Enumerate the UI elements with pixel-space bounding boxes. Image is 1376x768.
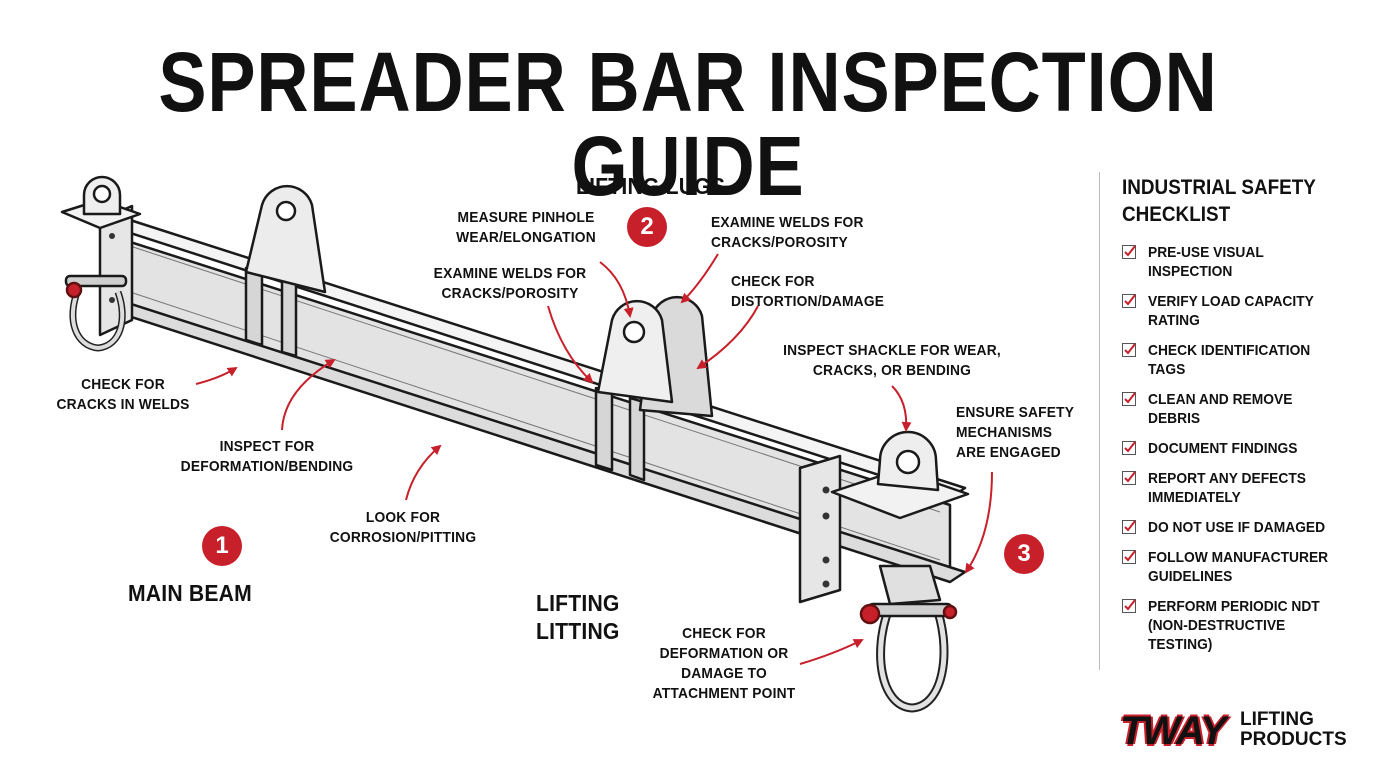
checklist-item-label: CLEAN AND REMOVE DEBRIS [1148, 391, 1293, 427]
checkbox-check-icon [1122, 245, 1136, 259]
checklist-item-label: PRE-USE VISUAL INSPECTION [1148, 244, 1264, 280]
callout-shackle-wear: INSPECT SHACKLE FOR WEAR, CRACKS, OR BEN… [783, 342, 1001, 379]
callout-welds-left: EXAMINE WELDS FOR CRACKS/POROSITY [433, 265, 587, 302]
callout-arrows [195, 253, 993, 665]
checklist-item: CLEAN AND REMOVE DEBRIS [1122, 390, 1362, 428]
checklist-item-label: CHECK IDENTIFICATION TAGS [1148, 342, 1311, 378]
checklist-item: CHECK IDENTIFICATION TAGS [1122, 341, 1362, 379]
checkbox-check-icon [1122, 392, 1136, 406]
callout-pinhole-wear: MEASURE PINHOLE WEAR/ELONGATION [456, 209, 596, 246]
checklist-item: FOLLOW MANUFACTURER GUIDELINES [1122, 548, 1362, 586]
callout-attachment-point: CHECK FOR DEFORMATION OR DAMAGE TO ATTAC… [652, 625, 796, 702]
callout-distortion-damage: CHECK FOR DISTORTION/DAMAGE [731, 273, 885, 310]
checklist-item-label: DOCUMENT FINDINGS [1148, 440, 1298, 457]
checklist-item: DO NOT USE IF DAMAGED [1122, 518, 1362, 537]
logo-line-1: LIFTING [1240, 709, 1314, 730]
checkbox-check-icon [1122, 520, 1136, 534]
checkbox-check-icon [1122, 343, 1136, 357]
callout-safety-mechanisms: ENSURE SAFETY MECHANISMS ARE ENGAGED [956, 404, 1074, 461]
checkbox-check-icon [1122, 441, 1136, 455]
checklist-item-label: REPORT ANY DEFECTS IMMEDIATELY [1148, 470, 1306, 506]
main-beam-drawing [60, 175, 970, 713]
lifting-fitting-label: LIFTING LITTING [536, 590, 620, 644]
checklist-item-label: DO NOT USE IF DAMAGED [1148, 519, 1326, 536]
callout-welds-right: EXAMINE WELDS FOR CRACKS/POROSITY [711, 214, 864, 251]
checklist-title: INDUSTRIAL SAFETY CHECKLIST [1122, 176, 1316, 226]
callout-cracks-in-welds: CHECK FOR CRACKS IN WELDS [56, 376, 190, 413]
checklist: PRE-USE VISUAL INSPECTION VERIFY LOAD CA… [1122, 243, 1362, 665]
section-1-badge: 1 [202, 526, 242, 566]
checklist-item: DOCUMENT FINDINGS [1122, 439, 1362, 458]
checklist-item: PERFORM PERIODIC NDT (NON-DESTRUCTIVE TE… [1122, 597, 1362, 654]
checkbox-check-icon [1122, 471, 1136, 485]
checklist-item: REPORT ANY DEFECTS IMMEDIATELY [1122, 469, 1362, 507]
lifting-lugs-label: LIFTING LUGS [576, 173, 726, 199]
checklist-item-label: VERIFY LOAD CAPACITY RATING [1148, 293, 1314, 329]
logo-line-2: PRODUCTS [1240, 729, 1347, 750]
checklist-item-label: FOLLOW MANUFACTURER GUIDELINES [1148, 549, 1329, 585]
checklist-item: PRE-USE VISUAL INSPECTION [1122, 243, 1362, 281]
logo-subtitle: LIFTING PRODUCTS [1240, 710, 1347, 750]
main-beam-label: MAIN BEAM [128, 580, 252, 606]
checklist-divider [1099, 172, 1100, 670]
page-title: SPREADER BAR INSPECTION GUIDE [158, 35, 1218, 213]
callout-deformation-bending: INSPECT FOR DEFORMATION/BENDING [180, 438, 354, 475]
checklist-item: VERIFY LOAD CAPACITY RATING [1122, 292, 1362, 330]
checkbox-check-icon [1122, 294, 1136, 308]
tway-logo: TWAY LIFTING PRODUCTS [1120, 708, 1347, 756]
checklist-item-label: PERFORM PERIODIC NDT (NON-DESTRUCTIVE TE… [1148, 598, 1320, 653]
logo-brand: TWAY [1120, 709, 1227, 753]
section-3-badge: 3 [1004, 534, 1044, 574]
callout-corrosion-pitting: LOOK FOR CORROSION/PITTING [329, 509, 477, 546]
section-2-badge: 2 [627, 207, 667, 247]
checkbox-check-icon [1122, 550, 1136, 564]
checkbox-check-icon [1122, 599, 1136, 613]
